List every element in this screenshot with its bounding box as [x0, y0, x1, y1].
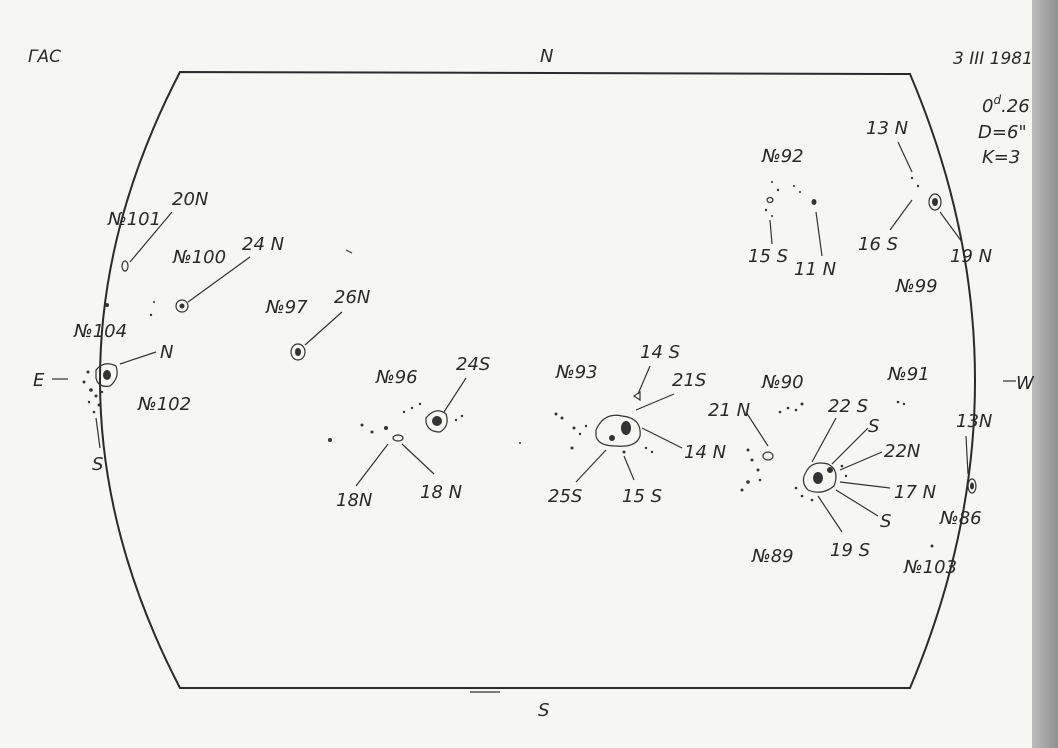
spot-89-west-scatter [740, 448, 762, 492]
group-101-label: №101 [107, 209, 161, 230]
group-104-label: №104 [73, 321, 127, 342]
spot-99 [928, 193, 942, 211]
lat-89f-label: S [880, 511, 891, 532]
diameter-label: D=6" [978, 122, 1027, 143]
lat-92a-label: 15 S [748, 246, 788, 267]
east-label: E [33, 370, 45, 391]
spot-96-lead [425, 410, 448, 433]
group-103-label: №103 [903, 557, 957, 578]
lat-92b-label: 11 N [794, 259, 836, 280]
spot-89 [802, 462, 837, 493]
spot-103 [930, 544, 934, 548]
lat-99c-label: 19 N [950, 246, 992, 267]
group-92-label: №92 [761, 146, 804, 167]
lat-99a-label: 13 N [866, 118, 908, 139]
lat-89d-label: 22N [884, 441, 920, 462]
spot-86 [967, 478, 977, 494]
group-89-label: №89 [751, 546, 794, 567]
lat-93a-label: 14 S [640, 342, 680, 363]
spot-101 [121, 260, 129, 272]
observatory-label: ГАС [28, 47, 61, 67]
date-label: 3 III 1981 [953, 49, 1033, 69]
group-100-label: №100 [172, 247, 226, 268]
lat-96c-label: 18 N [420, 482, 462, 503]
lat-96b-label: 18N [336, 490, 372, 511]
group-99-label: №99 [895, 276, 938, 297]
lat-101-label: 20N [172, 189, 208, 210]
group-90-label: №90 [761, 372, 804, 393]
spot-104 [105, 303, 109, 307]
lat-99b-label: 16 S [858, 234, 898, 255]
spot-97 [290, 343, 306, 361]
lat-89a-label: 21 N [708, 400, 750, 421]
lat-93d-label: 25S [548, 486, 582, 507]
spot-102 [95, 363, 118, 387]
lat-93c-label: 14 N [684, 442, 726, 463]
lat-96a-label: 24S [456, 354, 490, 375]
group-102-label: №102 [137, 394, 191, 415]
lat-89e-label: 17 N [894, 482, 936, 503]
lat-93e-label: 15 S [622, 486, 662, 507]
spot-92-scatter [764, 181, 817, 217]
spot-93 [595, 414, 641, 447]
group-93-label: №93 [555, 362, 598, 383]
spot-89-east-scatter [794, 464, 848, 502]
page-edge-shadow [1032, 0, 1058, 748]
lat-102s-label: S [92, 454, 103, 475]
spot-96-scatter [328, 402, 464, 442]
lat-93b-label: 21S [672, 370, 706, 391]
lat-97-label: 26N [334, 287, 370, 308]
group-97-label: №97 [265, 297, 308, 318]
lat-89c-label: S [868, 416, 879, 437]
lat-89g-label: 19 S [830, 540, 870, 561]
spot-90-scatter [778, 402, 804, 414]
lat-102n-label: N [160, 342, 173, 363]
group-86-label: №86 [939, 508, 982, 529]
group-96-label: №96 [375, 367, 418, 388]
k-label: K=3 [982, 147, 1020, 168]
spot-91 [896, 400, 900, 404]
spot-93-scatter [554, 412, 654, 454]
north-label: N [540, 46, 553, 67]
lat-100-label: 24 N [242, 234, 284, 255]
south-label: S [538, 700, 549, 721]
west-label: W [1016, 373, 1035, 394]
spot-100 [175, 299, 189, 313]
lat-89b-label: 22 S [828, 396, 868, 417]
solar-disk-outline [99, 70, 976, 689]
group-91-label: №91 [887, 364, 930, 385]
lat-86-label: 13N [956, 411, 992, 432]
time-label: 0d.26 [982, 93, 1030, 117]
spot-102-scatter [82, 370, 104, 414]
